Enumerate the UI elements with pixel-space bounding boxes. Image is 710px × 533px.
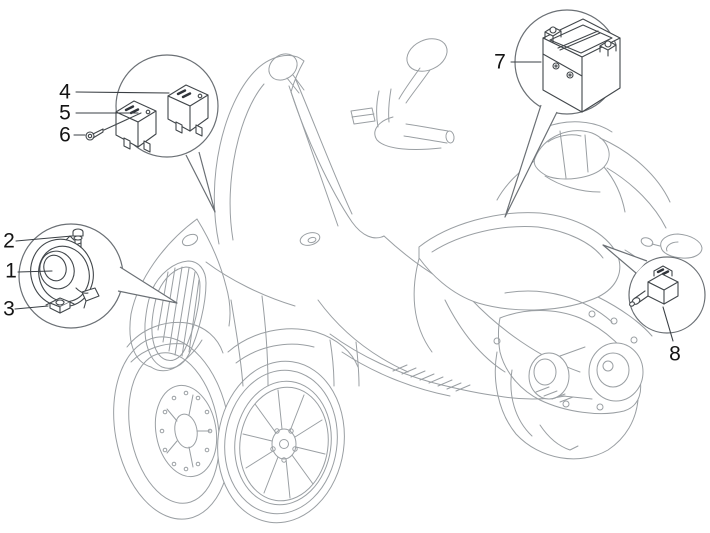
callout-label-2: 2	[3, 229, 15, 253]
front-fairing-sketch	[129, 218, 321, 372]
screw-6-illustration	[85, 112, 142, 141]
relay-5-illustration	[115, 100, 157, 153]
callout-label-7: 7	[494, 50, 506, 74]
battery-7-illustration	[542, 18, 621, 113]
seat-sketch	[418, 159, 626, 311]
callout-balloon-relays	[115, 54, 219, 213]
backrest-sketch	[533, 130, 610, 180]
floorboard-tread-sketch	[392, 364, 471, 392]
rear-wheel-sketch	[494, 290, 639, 460]
mirrors-sketch	[268, 38, 448, 104]
engine-sketch	[493, 310, 644, 415]
front-fenders-sketch	[126, 295, 360, 387]
clipnut-3-illustration	[45, 297, 75, 314]
callout-label-8: 8	[669, 342, 681, 366]
front-wheel-right-sketch	[217, 360, 345, 524]
windshield-sketch	[213, 54, 385, 245]
callout-label-5: 5	[59, 101, 71, 125]
leader-lines	[14, 61, 674, 342]
scooter-sketch	[113, 38, 703, 524]
callout-label-4: 4	[59, 80, 71, 104]
switch-8-illustration	[629, 265, 679, 307]
relay-4-illustration	[167, 84, 209, 137]
handlebar-sketch	[350, 88, 455, 150]
callout-label-1: 1	[5, 259, 17, 283]
headlight-sketch	[144, 260, 207, 369]
horn-1-illustration	[30, 235, 100, 309]
callout-label-3: 3	[3, 297, 15, 321]
callout-label-6: 6	[59, 123, 71, 147]
turn-signal-sketch	[640, 233, 703, 259]
callout-balloon-switch	[602, 244, 706, 334]
